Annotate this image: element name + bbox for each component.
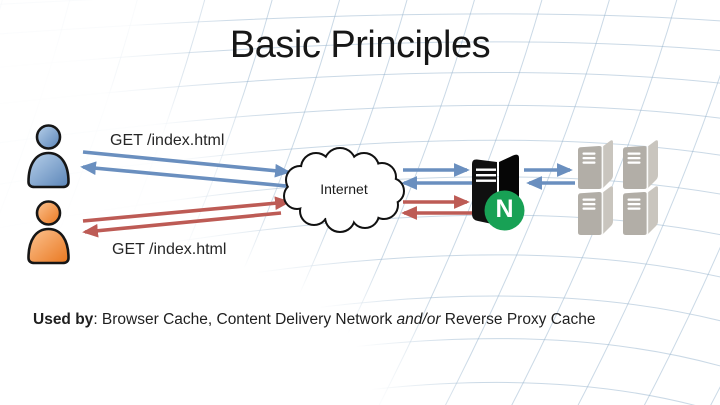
footer-lead: Used by	[33, 311, 94, 328]
internet-cloud-icon	[283, 147, 405, 233]
footer-conjunction: and/or	[396, 311, 441, 328]
footer-mid: : Browser Cache, Content Delivery Networ…	[93, 311, 397, 328]
backend-server-icon	[578, 186, 613, 235]
footer-tail: Reverse Proxy Cache	[440, 311, 596, 328]
get-request-label-bottom: GET /index.html	[112, 241, 227, 258]
red-response-arrow	[82, 211, 282, 238]
request-response-arrows	[80, 150, 575, 238]
backend-server-icon	[623, 186, 658, 235]
backend-server-icon	[623, 140, 658, 189]
red-request-arrow	[82, 196, 291, 223]
blue-request-arrow	[82, 150, 291, 178]
client-orange-person-icon	[27, 200, 70, 265]
blue-response-arrow	[80, 161, 298, 189]
client-blue-person-icon	[27, 124, 70, 189]
internet-cloud-label: Internet	[320, 181, 368, 197]
get-request-label-top: GET /index.html	[110, 132, 225, 149]
footer-used-by-text: Used by: Browser Cache, Content Delivery…	[33, 311, 596, 329]
slide-title: Basic Principles	[229, 24, 491, 66]
nginx-badge-letter: N	[495, 195, 514, 223]
backend-server-icon	[578, 140, 613, 189]
backend-server-farm	[578, 140, 658, 235]
nginx-badge-circle	[484, 190, 525, 231]
nginx-server-icon	[472, 154, 525, 231]
